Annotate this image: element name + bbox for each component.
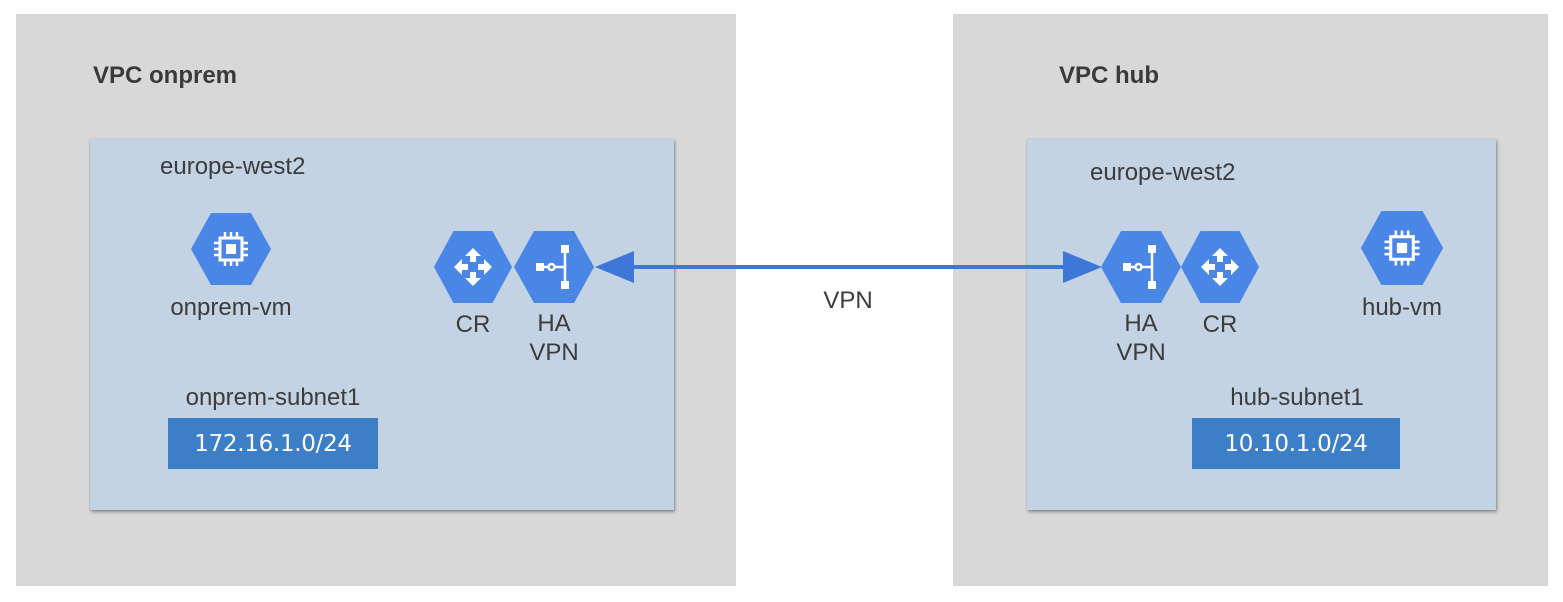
onprem-vpn-label-line2: VPN (529, 339, 579, 366)
cloud-vpn-icon[interactable] (514, 231, 594, 303)
arrowhead-right (1063, 251, 1102, 283)
cloud-router-icon[interactable] (1181, 231, 1259, 303)
vpc-hub-title: VPC hub (1059, 62, 1159, 89)
region-onprem-label: europe-west2 (160, 153, 306, 180)
onprem-vpn-label-line1: HA (537, 310, 571, 337)
hub-vpn-label-line1: HA (1124, 310, 1158, 337)
onprem-router-label: CR (455, 311, 491, 338)
compute-engine-chip-icon[interactable] (191, 213, 271, 285)
hub-vpn-label-line2: VPN (1116, 339, 1166, 366)
arrowhead-left (595, 251, 634, 283)
region-hub-label: europe-west2 (1090, 159, 1236, 186)
onprem-subnet-label: onprem-subnet1 (185, 384, 361, 411)
hub-router-label: CR (1202, 311, 1238, 338)
compute-engine-chip-icon[interactable] (1360, 211, 1444, 285)
vpn-connection-label: VPN (823, 287, 873, 314)
onprem-subnet-cidr: 172.16.1.0/24 (168, 418, 378, 469)
cloud-router-icon[interactable] (434, 231, 512, 303)
onprem-vm-label: onprem-vm (170, 294, 292, 321)
hub-vm-label: hub-vm (1361, 294, 1443, 321)
vpc-onprem-title: VPC onprem (93, 62, 238, 89)
cloud-vpn-icon[interactable] (1101, 231, 1181, 303)
hub-subnet-cidr: 10.10.1.0/24 (1192, 418, 1400, 469)
hub-subnet-label: hub-subnet1 (1230, 384, 1364, 411)
